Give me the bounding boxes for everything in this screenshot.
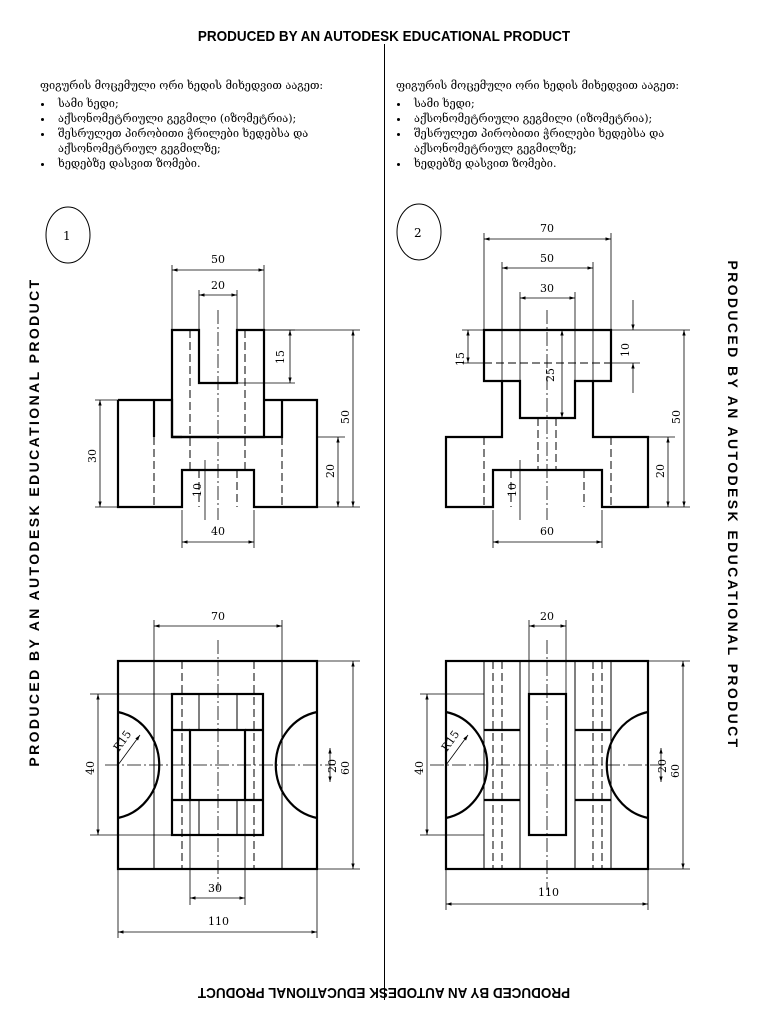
- dim-label: 30: [540, 282, 554, 295]
- task-item: ხედებზე დასვით ზომები.: [54, 156, 340, 171]
- figure-1-top-view: 70 R15 40 60 20 30 110: [84, 610, 360, 938]
- dim-label: R15: [439, 728, 462, 754]
- dim-label: 70: [540, 222, 554, 235]
- dim-label: 50: [339, 410, 352, 424]
- figure-2-front-view: 2: [396, 203, 690, 548]
- task-item: შესრულეთ პირობითი ჭრილები ხედებსა და აქს…: [410, 126, 696, 156]
- dim-label: 15: [274, 350, 287, 364]
- dim-label: 40: [211, 525, 225, 538]
- dim-label: 40: [413, 761, 426, 775]
- dim-label: 20: [656, 759, 669, 773]
- dim-label: 110: [208, 915, 229, 928]
- figure-2-top-view: 20 R15 40 60 20 110: [413, 610, 690, 910]
- dimension-lines: [95, 265, 360, 548]
- task-list: სამი ხედი; აქსონომეტრიული გეგმილი (იზომე…: [396, 96, 696, 171]
- task-list: სამი ხედი; აქსონომეტრიული გეგმილი (იზომე…: [40, 96, 340, 171]
- dimension-lines: [462, 233, 690, 548]
- center-lines: [105, 640, 335, 890]
- dim-label: 10: [619, 343, 632, 357]
- figure-number: 2: [414, 226, 422, 240]
- center-lines: [430, 640, 665, 890]
- dim-label: 15: [454, 352, 467, 366]
- figure-number-circle: [45, 206, 91, 264]
- dim-label: 20: [540, 610, 554, 623]
- hidden-lines: [483, 362, 612, 507]
- column-divider: [384, 44, 385, 1000]
- task-item: აქსონომეტრიული გეგმილი (იზომეტრია);: [54, 111, 340, 126]
- visible-outline: [116, 328, 319, 509]
- task-item: სამი ხედი;: [54, 96, 340, 111]
- task-item: შესრულეთ პირობითი ჭრილები ხედებსა და აქს…: [54, 126, 340, 156]
- instructions-intro: ფიგურის მოცემული ორი ხედის მიხედვით ააგე…: [396, 79, 680, 92]
- dim-label: 60: [669, 764, 682, 778]
- dim-label: 10: [191, 483, 204, 497]
- dim-label: 30: [208, 882, 222, 895]
- dimension-lines: [90, 620, 360, 938]
- dim-label: 20: [324, 464, 337, 478]
- instructions-intro: ფიგურის მოცემული ორი ხედის მიხედვით ააგე…: [40, 79, 324, 92]
- dim-label: 20: [654, 464, 667, 478]
- dim-label: 25: [544, 368, 557, 382]
- figure-number: 1: [63, 229, 71, 243]
- instructions-left: ფიგურის მოცემული ორი ხედის მიხედვით ააგე…: [40, 78, 340, 171]
- figure-1-front-view: 1: [45, 206, 360, 548]
- dim-label: 20: [211, 279, 225, 292]
- dim-label: 20: [326, 759, 339, 773]
- dim-label: 70: [211, 610, 225, 623]
- dim-label: 40: [84, 761, 97, 775]
- watermark-top: PRODUCED BY AN AUTODESK EDUCATIONAL PROD…: [197, 28, 571, 45]
- task-item: აქსონომეტრიული გეგმილი (იზომეტრია);: [410, 111, 696, 126]
- task-item: სამი ხედი;: [410, 96, 696, 111]
- dim-label: 10: [506, 483, 519, 497]
- visible-outline: [444, 328, 650, 509]
- dim-label: 50: [540, 252, 554, 265]
- dim-label: 60: [339, 761, 352, 775]
- dim-label: 50: [670, 410, 683, 424]
- dim-label: 30: [86, 449, 99, 463]
- dimension-lines: [420, 620, 690, 910]
- task-item: ხედებზე დასვით ზომები.: [410, 156, 696, 171]
- dim-label: 50: [211, 253, 225, 266]
- dim-label: 110: [538, 886, 559, 899]
- dim-label: R15: [111, 728, 134, 754]
- dim-label: 60: [540, 525, 554, 538]
- figure-number-circle: [396, 203, 442, 261]
- hidden-lines: [153, 330, 283, 507]
- instructions-right: ფიგურის მოცემული ორი ხედის მიხედვით ააგე…: [396, 78, 696, 171]
